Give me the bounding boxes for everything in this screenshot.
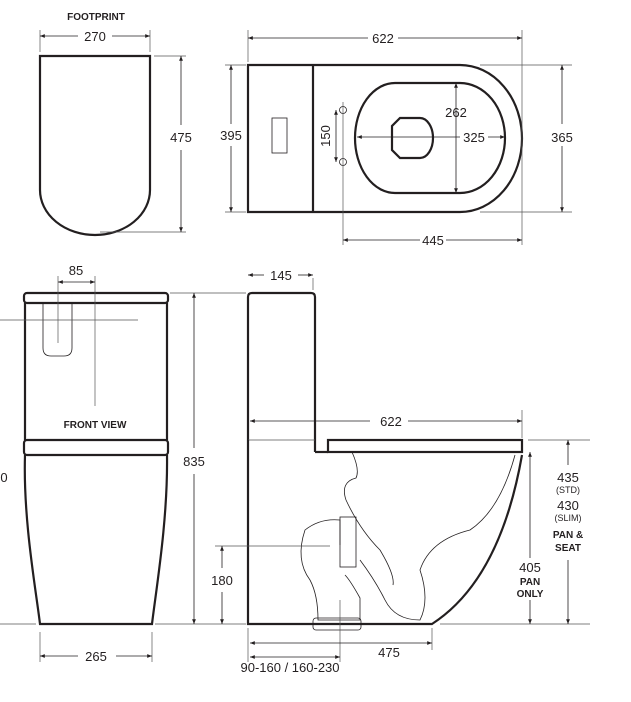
dim-seat-inner-depth: 262 (445, 105, 467, 120)
side-seat (326, 438, 524, 454)
front-view-title: FRONT VIEW (64, 420, 127, 431)
dim-front-height: 835 (183, 454, 205, 469)
front-view: 85 FRONT VIEW 0 835 265 (0, 263, 246, 664)
flush-button-top (271, 117, 288, 154)
top-view: 150 622 395 365 262 325 445 (220, 30, 573, 248)
dim-top-cistern-width: 395 (220, 128, 242, 143)
dim-front-button-offset: 85 (69, 263, 83, 278)
dim-bolt-to-front: 445 (422, 233, 444, 248)
footprint-outline (38, 54, 152, 237)
dim-top-length: 622 (372, 31, 394, 46)
bowl-hole (390, 116, 435, 160)
dim-seat-height-std: 435 (557, 470, 579, 485)
dim-footprint-depth: 475 (170, 130, 192, 145)
front-pan-outline (23, 454, 169, 626)
pan-seat-label-2: SEAT (555, 543, 581, 554)
footprint-view: FOOTPRINT 270 475 (38, 12, 192, 237)
dim-side-length: 622 (380, 414, 402, 429)
dim-top-pan-width: 365 (551, 130, 573, 145)
pan-only-label-1: PAN (520, 577, 540, 588)
trapway (343, 451, 516, 621)
slim-label: (SLIM) (555, 513, 582, 523)
dim-pan-only-height: 405 (519, 560, 541, 575)
side-view: 145 622 180 475 90-160 / 160-230 405 PAN… (211, 268, 590, 675)
seat-inner-outline (353, 81, 507, 195)
dim-seat-inner-length: 325 (463, 130, 485, 145)
side-pan-outline (246, 440, 524, 626)
dim-set-out: 90-160 / 160-230 (240, 660, 339, 675)
dim-outlet-height: 180 (211, 573, 233, 588)
std-label: (STD) (556, 485, 580, 495)
dim-side-cistern-depth: 145 (270, 268, 292, 283)
pan-only-label-2: ONLY (517, 589, 544, 600)
flush-button-front (42, 304, 73, 357)
dim-bolt-spacing: 150 (318, 125, 333, 147)
dim-side-base-length: 475 (378, 645, 400, 660)
dim-front-base-width: 265 (85, 649, 107, 664)
pan-seat-label-1: PAN & (553, 530, 583, 541)
outlet-connector (300, 519, 361, 621)
side-cistern (246, 291, 317, 452)
dim-front-partial: 0 (0, 470, 7, 485)
dim-footprint-width: 270 (84, 29, 106, 44)
dim-seat-height-slim: 430 (557, 498, 579, 513)
footprint-title: FOOTPRINT (67, 12, 125, 23)
